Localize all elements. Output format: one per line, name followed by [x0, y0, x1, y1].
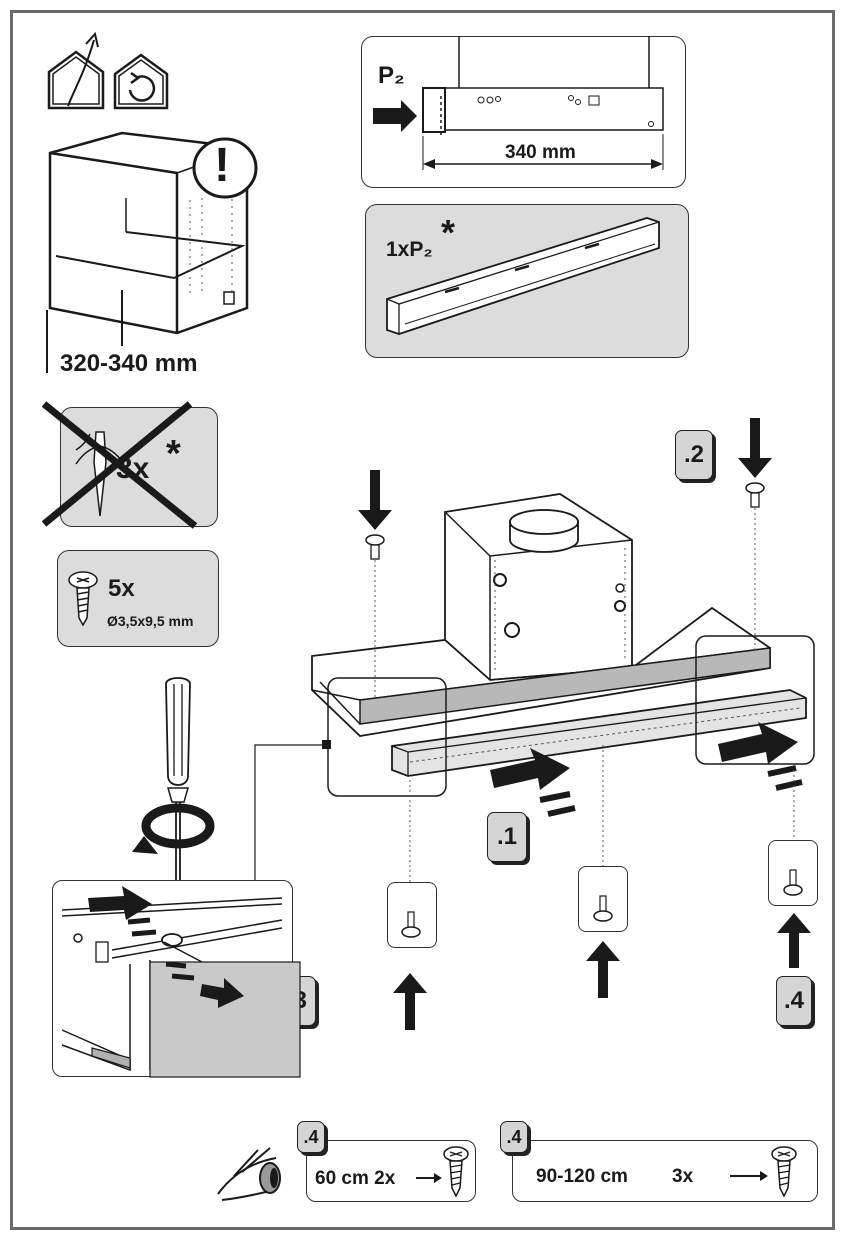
screw-size: Ø3,5x9,5 mm [107, 613, 194, 629]
screw-icon [68, 571, 98, 627]
cabinet-depth-label: 320-340 mm [60, 350, 198, 377]
screw-icon-top-left [365, 534, 385, 560]
screw-quantity: 5x [108, 575, 135, 602]
house-arrow-icon [47, 31, 105, 110]
step-badge-4-hood: .4 [776, 976, 812, 1026]
step-badge-4-narrow: .4 [297, 1121, 325, 1153]
note-wide-box [512, 1140, 818, 1202]
rail-length-label: 340 mm [505, 142, 576, 163]
p2-quantity-label: 1xP₂ [386, 238, 433, 261]
step-badge-1: .1 [487, 812, 527, 862]
note-wide-arrow-screw [730, 1146, 797, 1198]
screw-icon-top-right [745, 482, 765, 508]
cross-icon [41, 401, 198, 529]
not-used-panel [60, 407, 218, 527]
screwdriver-icon [132, 677, 215, 934]
p2-asterisk: * [441, 212, 456, 253]
page-frame [10, 10, 835, 1230]
warning-icon [192, 137, 258, 199]
crossed-asterisk: * [166, 433, 181, 475]
warning-mark: ! [214, 139, 230, 192]
house-rotate-icon [113, 53, 169, 110]
p2-rail-channel [386, 217, 660, 335]
step-badge-2: .2 [675, 430, 713, 480]
eye-icon [217, 1147, 281, 1201]
step-badge-4-wide: .4 [500, 1121, 528, 1153]
screw-detail-illustration [61, 886, 301, 1078]
note-wide-size: 90-120 cm [536, 1166, 628, 1187]
p2-rail-diagram [373, 36, 664, 170]
screw-box-left [387, 882, 437, 948]
note-narrow-text: 60 cm 2x [315, 1168, 396, 1189]
p2-label: P₂ [378, 62, 405, 89]
note-wide-qty: 3x [672, 1166, 694, 1187]
note-narrow-arrow-screw [416, 1146, 469, 1198]
